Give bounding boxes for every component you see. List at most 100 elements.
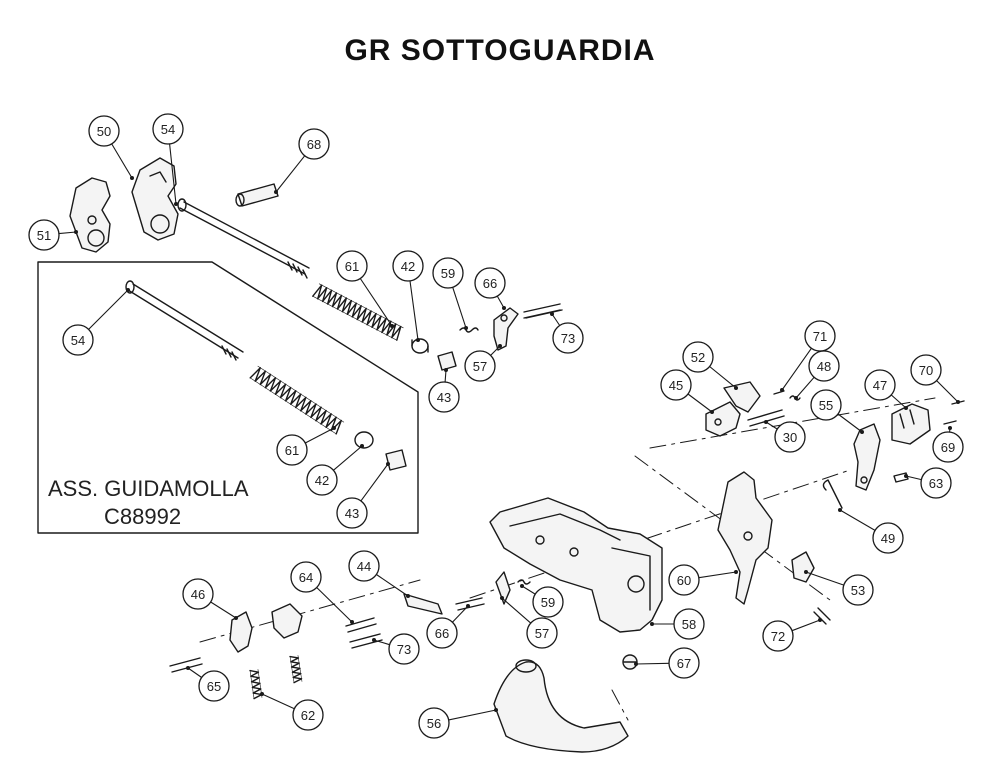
callout-number: 62 bbox=[301, 708, 315, 723]
callout-number: 71 bbox=[813, 329, 827, 344]
leader-line bbox=[795, 376, 815, 399]
leader-line bbox=[791, 619, 821, 632]
leader-dot bbox=[386, 462, 390, 466]
part-guide-rod-box bbox=[125, 280, 244, 361]
leader-dot bbox=[332, 426, 336, 430]
leader-dot bbox=[130, 176, 134, 180]
assembly-box bbox=[37, 261, 419, 534]
leader-line bbox=[111, 143, 133, 179]
leader-line bbox=[359, 277, 393, 327]
leader-dot bbox=[502, 306, 506, 310]
leader-line bbox=[332, 445, 363, 471]
leader-dot bbox=[634, 662, 638, 666]
leader-dot bbox=[650, 622, 654, 626]
leader-dot bbox=[904, 474, 908, 478]
callout-number: 30 bbox=[783, 430, 797, 445]
leader-dot bbox=[734, 386, 738, 390]
leader-dot bbox=[360, 444, 364, 448]
callout-number: 66 bbox=[435, 626, 449, 641]
callout-number: 72 bbox=[771, 629, 785, 644]
leader-line bbox=[409, 280, 419, 341]
leader-line bbox=[501, 597, 532, 624]
leader-line bbox=[451, 605, 469, 623]
part-sear-45 bbox=[705, 401, 741, 437]
part-pin-66-lower bbox=[455, 597, 485, 611]
callout-44: 44 bbox=[348, 550, 380, 582]
part-screw-67 bbox=[622, 654, 638, 670]
leader-dot bbox=[444, 368, 448, 372]
leader-line bbox=[496, 295, 505, 309]
callout-50: 50 bbox=[88, 115, 120, 147]
leader-line bbox=[635, 662, 670, 665]
leader-line bbox=[890, 394, 907, 409]
part-spring-upper bbox=[312, 283, 404, 341]
callout-64: 64 bbox=[290, 561, 322, 593]
leader-line bbox=[375, 573, 409, 597]
callout-number: 43 bbox=[437, 390, 451, 405]
leader-line bbox=[839, 509, 876, 531]
leader-line bbox=[551, 313, 561, 327]
part-guide-rod-upper bbox=[177, 198, 310, 279]
leader-line bbox=[275, 155, 306, 193]
leader-line bbox=[360, 463, 389, 502]
part-bushing-43-upper bbox=[437, 351, 457, 371]
callout-63: 63 bbox=[920, 467, 952, 499]
part-bushing-42-upper bbox=[411, 338, 429, 354]
leader-dot bbox=[234, 616, 238, 620]
leader-line bbox=[698, 571, 737, 579]
leader-dot bbox=[838, 508, 842, 512]
leader-line bbox=[936, 380, 959, 403]
callout-59: 59 bbox=[432, 257, 464, 289]
leader-line bbox=[316, 586, 353, 623]
leader-line bbox=[837, 413, 863, 433]
callout-number: 42 bbox=[401, 259, 415, 274]
callout-53: 53 bbox=[842, 574, 874, 606]
callout-number: 61 bbox=[285, 443, 299, 458]
callout-number: 70 bbox=[919, 363, 933, 378]
leader-line bbox=[88, 289, 129, 330]
leader-line bbox=[169, 143, 177, 205]
leader-dot bbox=[74, 230, 78, 234]
leader-dot bbox=[274, 190, 278, 194]
leader-dot bbox=[780, 388, 784, 392]
leader-dot bbox=[904, 406, 908, 410]
callout-number: 48 bbox=[817, 359, 831, 374]
callout-73: 73 bbox=[552, 322, 584, 354]
leader-dot bbox=[464, 326, 468, 330]
part-safety-53 bbox=[791, 551, 815, 583]
callout-65: 65 bbox=[198, 670, 230, 702]
callout-62: 62 bbox=[292, 699, 324, 731]
callout-number: 68 bbox=[307, 137, 321, 152]
callout-number: 52 bbox=[691, 350, 705, 365]
leader-line bbox=[521, 585, 536, 595]
leader-dot bbox=[948, 426, 952, 430]
assembly-code: C88992 bbox=[104, 504, 182, 529]
part-trigger-60 bbox=[717, 471, 773, 605]
leader-line bbox=[781, 347, 812, 391]
callout-43: 43 bbox=[428, 381, 460, 413]
leader-line bbox=[448, 709, 497, 721]
leader-dot bbox=[520, 584, 524, 588]
callout-61: 61 bbox=[276, 434, 308, 466]
callout-number: 51 bbox=[37, 228, 51, 243]
callout-number: 73 bbox=[397, 642, 411, 657]
leader-dot bbox=[372, 638, 376, 642]
callout-number: 44 bbox=[357, 559, 371, 574]
callout-number: 73 bbox=[561, 331, 575, 346]
part-spring-59-upper bbox=[459, 327, 479, 333]
callout-number: 50 bbox=[97, 124, 111, 139]
callout-42: 42 bbox=[306, 464, 338, 496]
leader-dot bbox=[764, 420, 768, 424]
callout-46: 46 bbox=[182, 578, 214, 610]
part-hammers-46 bbox=[229, 603, 303, 653]
part-lever-44 bbox=[403, 593, 443, 615]
part-pin-64 bbox=[345, 617, 377, 633]
leader-dot bbox=[550, 312, 554, 316]
part-hammer-left bbox=[69, 177, 111, 253]
leader-line bbox=[444, 369, 447, 383]
leader-line bbox=[905, 475, 922, 481]
leader-dot bbox=[466, 604, 470, 608]
callout-57: 57 bbox=[526, 617, 558, 649]
part-hammer-right bbox=[131, 157, 179, 241]
leader-dot bbox=[126, 288, 130, 292]
